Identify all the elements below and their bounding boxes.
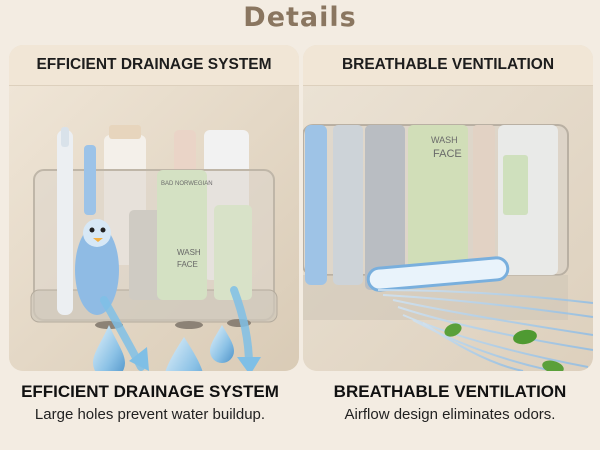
down-arrow-icon [100,296,149,371]
ventilation-panel: BREATHABLE VENTILATION WASH FACE [303,45,593,371]
leaf-icon [513,329,537,345]
leaf-icon [444,323,462,337]
product-label-wash: WASH [177,248,201,257]
drainage-photo: BAD NORWEGIAN WASH FACE [9,85,299,371]
drainage-caption-text: Large holes prevent water buildup. [34,406,266,423]
product-label-wash: WASH [431,135,458,145]
water-drop-icon [165,337,203,371]
ventilation-caption-title: BREATHABLE VENTILATION [333,382,567,401]
product-label-face: FACE [433,148,462,160]
ventilation-caption-text: Airflow design eliminates odors. [344,406,556,423]
water-drop-icon [210,325,234,363]
product-label-face: FACE [177,260,198,269]
drainage-caption-title: EFFICIENT DRAINAGE SYSTEM [21,382,279,401]
leaf-icon [542,360,564,371]
ventilation-panel-header: BREATHABLE VENTILATION [303,45,593,86]
drainage-panel: EFFICIENT DRAINAGE SYSTEM [9,45,299,371]
airflow-lines [377,289,593,371]
product-label-brand: BAD NORWEGIAN [161,181,213,187]
ventilation-photo: WASH FACE [303,85,593,371]
down-arrow-icon [230,286,261,371]
water-drop-icon [93,325,125,371]
page-title: Details [243,2,357,33]
drainage-panel-header: EFFICIENT DRAINAGE SYSTEM [9,45,299,86]
